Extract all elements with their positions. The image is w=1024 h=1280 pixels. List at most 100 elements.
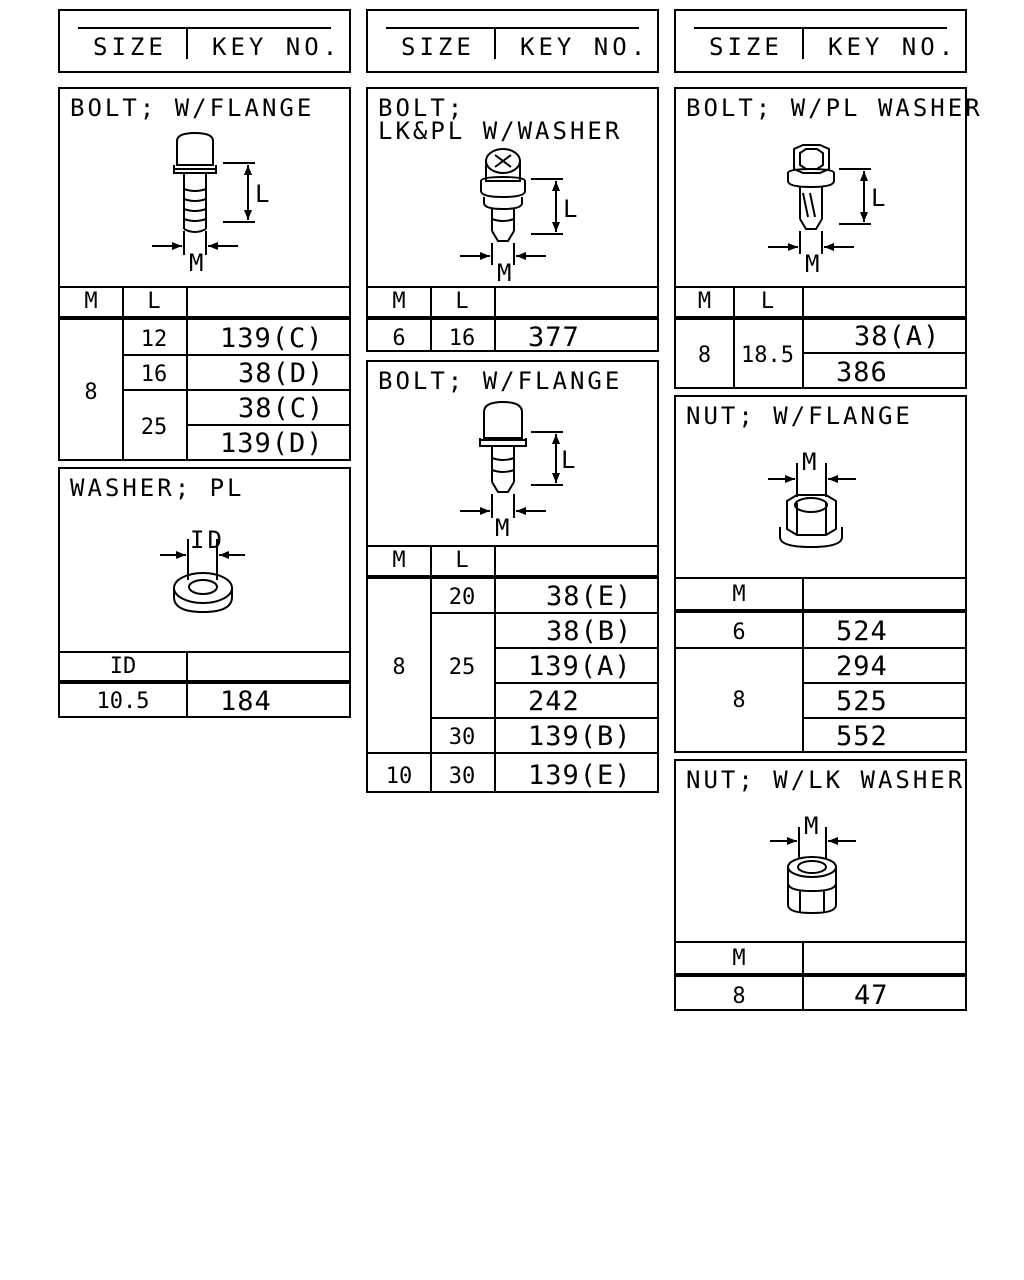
table-rule <box>430 612 657 614</box>
header-size-label: SIZE <box>401 33 475 61</box>
cell-m: 10 <box>385 764 413 789</box>
panel-title: BOLT; W/FLANGE <box>378 367 623 395</box>
nut-lk-washer-icon <box>770 827 856 915</box>
cell-key: 242 <box>528 686 580 717</box>
col-m-header: M <box>732 582 746 607</box>
col-m-header: M <box>697 289 712 314</box>
cell-m: 8 <box>732 984 746 1009</box>
cell-key: 139(D) <box>220 428 324 459</box>
panel-title: BOLT; W/PL WASHER <box>686 94 983 122</box>
table-rule <box>802 717 965 719</box>
table-rule <box>676 609 965 613</box>
cell-m: 8 <box>84 380 98 405</box>
cell-key: 524 <box>836 616 888 647</box>
dimension-m-label: M <box>804 812 822 840</box>
cell-key: 139(A) <box>528 651 632 682</box>
cell-key: 139(B) <box>528 721 632 752</box>
cell-key: 38(D) <box>238 358 325 389</box>
cell-l: 25 <box>448 655 476 680</box>
header-divider <box>802 27 804 59</box>
table-rule <box>122 389 349 391</box>
cell-key: 525 <box>836 686 888 717</box>
table-rule <box>368 286 657 288</box>
table-rule <box>676 286 965 288</box>
washer-pl-panel: WASHER; PL ID ID 10.5 184 <box>58 467 351 718</box>
col-m-header: M <box>84 289 98 314</box>
dimension-l-label: L <box>255 180 273 208</box>
table-rule <box>676 941 965 943</box>
washer-icon <box>160 539 245 614</box>
table-rule <box>676 577 965 579</box>
table-rule <box>60 286 349 288</box>
table-rule <box>122 286 124 459</box>
cell-l: 30 <box>448 725 476 750</box>
header-col-3: SIZE KEY NO. <box>674 9 967 73</box>
bolt-pl-washer-panel: BOLT; W/PL WASHER L M M L 8 18.5 38(A) 3… <box>674 87 980 389</box>
bolt-flange-icon <box>152 131 255 255</box>
cell-key: 38(E) <box>546 581 633 612</box>
header-col-2: SIZE KEY NO. <box>366 9 659 73</box>
table-rule <box>494 647 657 649</box>
cell-m: 8 <box>732 688 746 713</box>
header-size-label: SIZE <box>93 33 167 61</box>
cell-l: 18.5 <box>741 343 794 368</box>
col-l-header: L <box>147 289 161 314</box>
cell-key: 139(E) <box>528 760 632 791</box>
cell-m: 8 <box>697 343 712 368</box>
table-rule <box>802 577 804 751</box>
table-rule <box>733 286 735 387</box>
cell-key: 552 <box>836 721 888 752</box>
table-rule <box>368 752 657 754</box>
header-key-label: KEY NO. <box>828 33 958 61</box>
dimension-m-label: M <box>189 249 207 277</box>
table-rule <box>494 545 496 791</box>
cell-m: 6 <box>732 620 746 645</box>
cell-key: 38(A) <box>854 321 941 352</box>
cell-key: 38(B) <box>546 616 633 647</box>
table-rule <box>60 680 349 684</box>
cell-id: 10.5 <box>96 689 150 714</box>
header-rule <box>386 27 639 29</box>
cell-l: 30 <box>448 764 476 789</box>
table-rule <box>802 286 804 387</box>
panel-title-line-2: LK&PL W/WASHER <box>378 117 623 145</box>
table-rule <box>802 682 965 684</box>
dimension-m-label: M <box>805 250 823 278</box>
col-m-header: M <box>732 946 746 971</box>
panel-title: NUT; W/LK WASHER <box>686 766 966 794</box>
table-rule <box>430 545 432 791</box>
col-l-header: L <box>455 289 469 314</box>
dimension-l-label: L <box>563 195 581 223</box>
cell-l: 16 <box>448 326 476 351</box>
bolt-flange-2-icon <box>460 400 563 518</box>
table-rule <box>60 651 349 653</box>
table-rule <box>676 316 965 320</box>
table-rule <box>494 682 657 684</box>
dimension-m-label: M <box>497 259 515 287</box>
panel-title: BOLT; W/FLANGE <box>70 94 315 122</box>
cell-m: 6 <box>392 326 406 351</box>
cell-key: 377 <box>528 322 580 353</box>
col-l-header: L <box>760 289 775 314</box>
panel-title-line-1: BOLT; <box>378 94 466 122</box>
table-rule <box>430 717 657 719</box>
nut-flange-icon <box>768 463 856 549</box>
table-rule <box>676 973 965 977</box>
header-size-label: SIZE <box>709 33 783 61</box>
header-rule <box>78 27 331 29</box>
table-rule <box>368 316 657 320</box>
cell-key: 294 <box>836 651 888 682</box>
table-rule <box>430 286 432 350</box>
bolt-pl-washer-icon <box>768 144 871 254</box>
table-rule <box>676 647 965 649</box>
table-rule <box>60 316 349 320</box>
table-rule <box>802 352 965 354</box>
nut-lk-washer-panel: NUT; W/LK WASHER M M 8 47 <box>674 759 967 1011</box>
header-divider <box>186 27 188 59</box>
cell-key: 38(C) <box>238 393 325 424</box>
panel-title: NUT; W/FLANGE <box>686 402 913 430</box>
table-rule <box>802 941 804 1009</box>
table-rule <box>122 354 349 356</box>
col-id-header: ID <box>109 654 137 679</box>
dimension-m-label: M <box>802 448 820 476</box>
